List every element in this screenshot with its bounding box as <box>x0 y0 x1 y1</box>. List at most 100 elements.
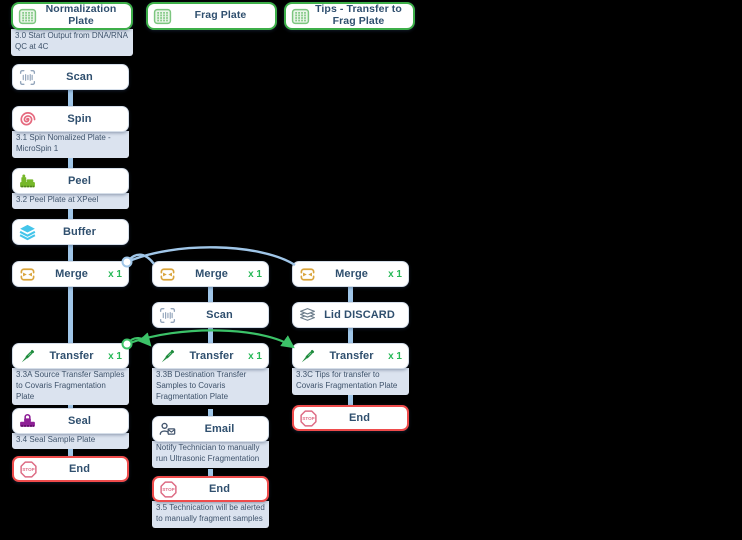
repeat-count-badge: x 1 <box>388 268 402 280</box>
connector-line <box>68 154 73 168</box>
barcode-scan-icon <box>18 68 37 87</box>
node-label: End <box>348 412 371 424</box>
node-card[interactable]: Peel <box>12 168 129 194</box>
connector-line <box>208 328 213 343</box>
repeat-count-badge: x 1 <box>388 350 402 362</box>
plate-card[interactable]: Normalization Plate <box>11 2 133 30</box>
connector-line <box>208 287 213 302</box>
node-spin[interactable]: Spin 3.1 Spin Nomalized Plate - MicroSpi… <box>12 106 129 158</box>
plate-card[interactable]: Tips - Transfer to Frag Plate <box>284 2 415 30</box>
node-label: Spin <box>67 113 92 125</box>
node-label: Scan <box>206 309 233 321</box>
node-label: End <box>68 463 91 475</box>
node-card[interactable]: Merge x 1 <box>12 261 129 287</box>
merge-arrows-icon <box>18 265 37 284</box>
connector-line <box>68 245 73 261</box>
node-caption: 3.3C Tips for transfer to Covaris Fragme… <box>292 368 409 395</box>
node-card[interactable]: Transfer x 1 <box>152 343 269 369</box>
node-card[interactable]: Lid DISCARD <box>292 302 409 328</box>
repeat-count-badge: x 1 <box>248 350 262 362</box>
connector-line <box>68 207 73 219</box>
node-card[interactable]: Seal <box>12 408 129 434</box>
node-card[interactable]: Transfer x 1 <box>12 343 129 369</box>
node-caption: 3.2 Peel Plate at XPeel <box>12 193 129 209</box>
node-lid-discard[interactable]: Lid DISCARD <box>292 302 409 328</box>
barcode-scan-icon <box>158 306 177 325</box>
merge-arrows-icon <box>298 265 317 284</box>
node-caption: 3.3A Source Transfer Samples to Covaris … <box>12 368 129 406</box>
node-scan-1[interactable]: Scan <box>12 64 129 90</box>
merge-arrows-icon <box>158 265 177 284</box>
node-label: Transfer <box>329 350 374 362</box>
node-card[interactable]: Buffer <box>12 219 129 245</box>
connector-line <box>348 287 353 302</box>
pipette-icon <box>158 347 177 366</box>
plate-label: Normalization Plate <box>45 3 117 27</box>
connector-green-arc <box>126 332 152 347</box>
node-card[interactable]: Spin <box>12 106 129 132</box>
node-label: Buffer <box>63 226 96 238</box>
plate-node-tips[interactable]: Tips - Transfer to Frag Plate <box>284 2 415 30</box>
connector-blue-arc <box>126 253 155 265</box>
plate-node-normalization[interactable]: Normalization Plate 3.0 Start Output fro… <box>11 2 133 56</box>
node-card[interactable]: Merge x 1 <box>292 261 409 287</box>
node-merge-1[interactable]: Merge x 1 <box>12 261 129 287</box>
plate-node-frag[interactable]: Frag Plate <box>146 2 277 30</box>
node-label: Seal <box>67 415 92 427</box>
node-transfer-c[interactable]: Transfer x 1 3.3C Tips for transfer to C… <box>292 343 409 395</box>
node-end-3[interactable]: End <box>292 405 409 431</box>
node-end-2[interactable]: End 3.5 Technication will be alerted to … <box>152 476 269 528</box>
node-merge-2[interactable]: Merge x 1 <box>152 261 269 287</box>
connector-line <box>348 328 353 343</box>
node-merge-3[interactable]: Merge x 1 <box>292 261 409 287</box>
node-label: Transfer <box>189 350 234 362</box>
grid-plate-icon <box>18 7 37 26</box>
node-end-1[interactable]: End <box>12 456 129 482</box>
stop-sign-icon <box>19 460 38 479</box>
node-peel[interactable]: Peel 3.2 Peel Plate at XPeel <box>12 168 129 209</box>
stop-sign-icon <box>159 480 178 499</box>
node-card[interactable]: Scan <box>12 64 129 90</box>
plate-card[interactable]: Frag Plate <box>146 2 277 30</box>
node-transfer-a[interactable]: Transfer x 1 3.3A Source Transfer Sample… <box>12 343 129 406</box>
node-label: Merge <box>55 268 88 280</box>
connector-line <box>348 395 353 405</box>
node-scan-2[interactable]: Scan <box>152 302 269 328</box>
node-email[interactable]: Email Notify Technician to manually run … <box>152 416 269 468</box>
node-card[interactable]: End <box>152 476 269 502</box>
node-label: Peel <box>67 175 92 187</box>
node-label: Merge <box>195 268 228 280</box>
node-transfer-b[interactable]: Transfer x 1 3.3B Destination Transfer S… <box>152 343 269 406</box>
node-card[interactable]: Transfer x 1 <box>292 343 409 369</box>
repeat-count-badge: x 1 <box>108 350 122 362</box>
node-caption: 3.3B Destination Transfer Samples to Cov… <box>152 368 269 406</box>
grid-plate-icon <box>153 7 172 26</box>
stop-sign-icon <box>299 409 318 428</box>
connector-line <box>208 409 213 416</box>
connector-line <box>68 90 73 106</box>
connector-line <box>68 447 73 456</box>
repeat-count-badge: x 1 <box>248 268 262 280</box>
repeat-count-badge: x 1 <box>108 268 122 280</box>
node-seal[interactable]: Seal 3.4 Seal Sample Plate <box>12 408 129 449</box>
node-card[interactable]: End <box>292 405 409 431</box>
lid-stack-icon <box>298 306 317 325</box>
node-label: Scan <box>66 71 93 83</box>
node-buffer[interactable]: Buffer <box>12 219 129 245</box>
node-card[interactable]: Scan <box>152 302 269 328</box>
node-label: Lid DISCARD <box>324 309 395 321</box>
node-caption: 3.5 Technication will be alerted to manu… <box>152 501 269 528</box>
node-label: Transfer <box>49 350 94 362</box>
node-card[interactable]: Email <box>152 416 269 442</box>
notify-person-letter-icon <box>158 420 177 439</box>
layers-icon <box>18 223 37 242</box>
connector-line <box>68 287 73 343</box>
node-caption: 3.0 Start Output from DNA/RNA QC at 4C <box>11 29 133 56</box>
node-card[interactable]: Merge x 1 <box>152 261 269 287</box>
node-label: Email <box>204 423 235 435</box>
plate-label: Frag Plate <box>194 9 247 22</box>
grid-plate-icon <box>291 7 310 26</box>
node-card[interactable]: End <box>12 456 129 482</box>
node-caption: Notify Technician to manually run Ultras… <box>152 441 269 468</box>
